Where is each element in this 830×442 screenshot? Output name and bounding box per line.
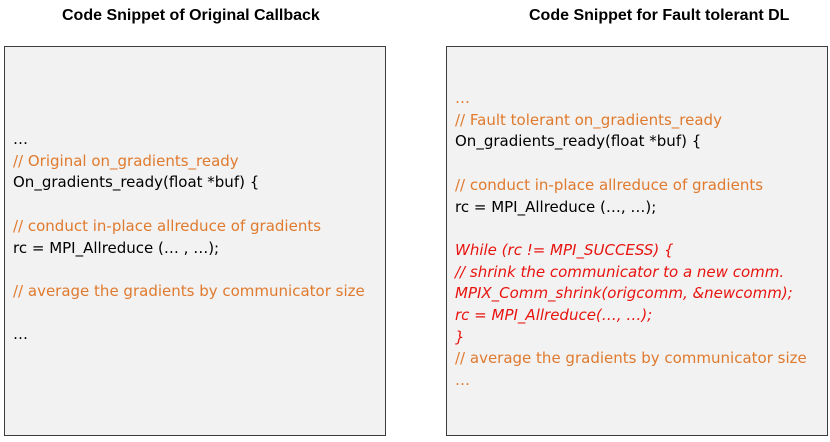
- code-line: // shrink the communicator to a new comm…: [455, 262, 785, 281]
- code-line: // conduct in-place allreduce of gradien…: [13, 216, 322, 235]
- code-line: // Original on_gradients_ready: [13, 151, 239, 170]
- code-line: rc = MPI_Allreduce (…, …);: [455, 197, 657, 216]
- code-line: …: [13, 130, 28, 148]
- code-line: MPIX_Comm_shrink(origcomm, &newcomm);: [455, 284, 793, 303]
- code-line: // Fault tolerant on_gradients_ready: [455, 110, 722, 129]
- code-line: // conduct in-place allreduce of gradien…: [455, 175, 764, 194]
- code-line: …: [455, 89, 470, 107]
- code-line: rc = MPI_Allreduce(…, …);: [455, 306, 653, 324]
- code-line: While (rc != MPI_SUCCESS) {: [455, 240, 674, 259]
- right-panel-title: Code Snippet for Fault tolerant DL: [529, 7, 790, 24]
- code-line: // average the gradients by communicator…: [455, 349, 807, 368]
- code-line: On_gradients_ready(float *buf) {: [13, 173, 260, 192]
- left-panel-title: Code Snippet of Original Callback: [62, 7, 320, 24]
- code-line: …: [13, 325, 28, 344]
- code-line: …: [455, 371, 470, 390]
- code-line: rc = MPI_Allreduce (… , …);: [13, 238, 220, 257]
- code-line: }: [455, 327, 465, 346]
- code-line: On_gradients_ready(float *buf) {: [455, 132, 702, 151]
- code-line: // average the gradients by communicator…: [13, 281, 365, 300]
